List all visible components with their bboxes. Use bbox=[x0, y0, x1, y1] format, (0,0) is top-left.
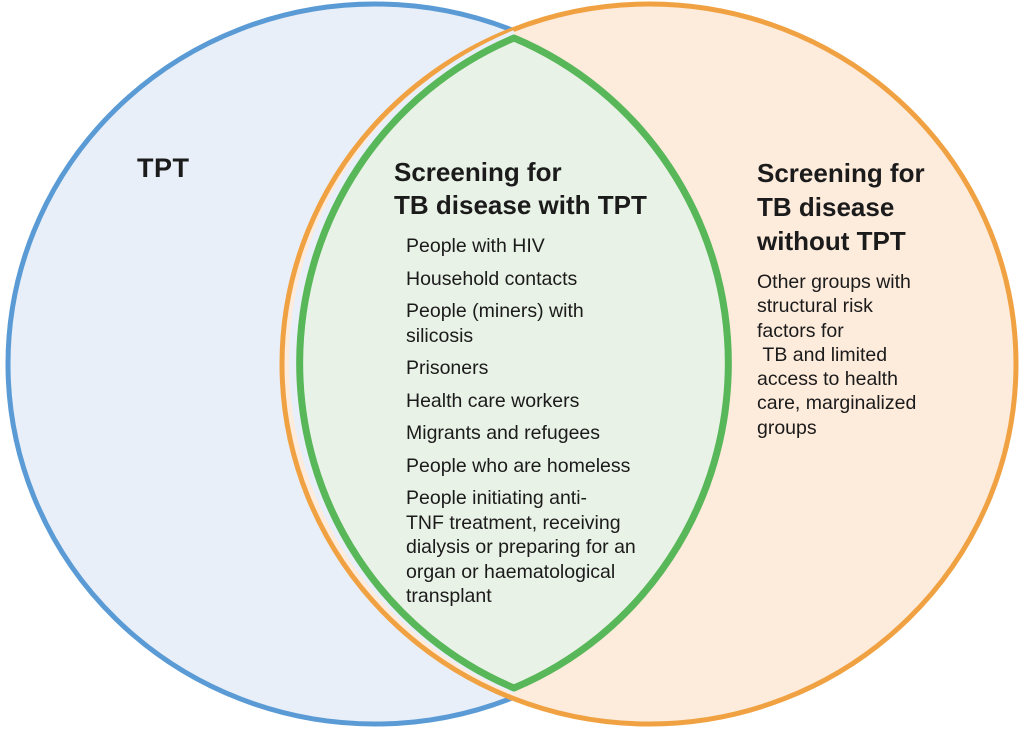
list-item: Household contacts bbox=[406, 267, 578, 290]
list-item: People initiating anti- TNF treatment, r… bbox=[406, 487, 636, 607]
list-item: Prisoners bbox=[406, 357, 489, 379]
intersection-title: Screening for TB disease with TPT bbox=[394, 157, 647, 220]
right-circle-body: Other groups with structural risk factor… bbox=[757, 271, 917, 439]
list-item: People with HIV bbox=[406, 235, 545, 257]
intersection-lens-shape bbox=[296, 34, 732, 692]
left-circle-title: TPT bbox=[137, 153, 190, 183]
list-item: Migrants and refugees bbox=[406, 422, 601, 444]
list-item: Health care workers bbox=[406, 389, 580, 412]
list-item: People (miners) with silicosis bbox=[406, 300, 584, 347]
intersection-item-list: People with HIV Household contacts Peopl… bbox=[406, 234, 706, 617]
right-circle-title: Screening for TB disease without TPT bbox=[757, 158, 925, 256]
list-item: People who are homeless bbox=[406, 454, 631, 477]
